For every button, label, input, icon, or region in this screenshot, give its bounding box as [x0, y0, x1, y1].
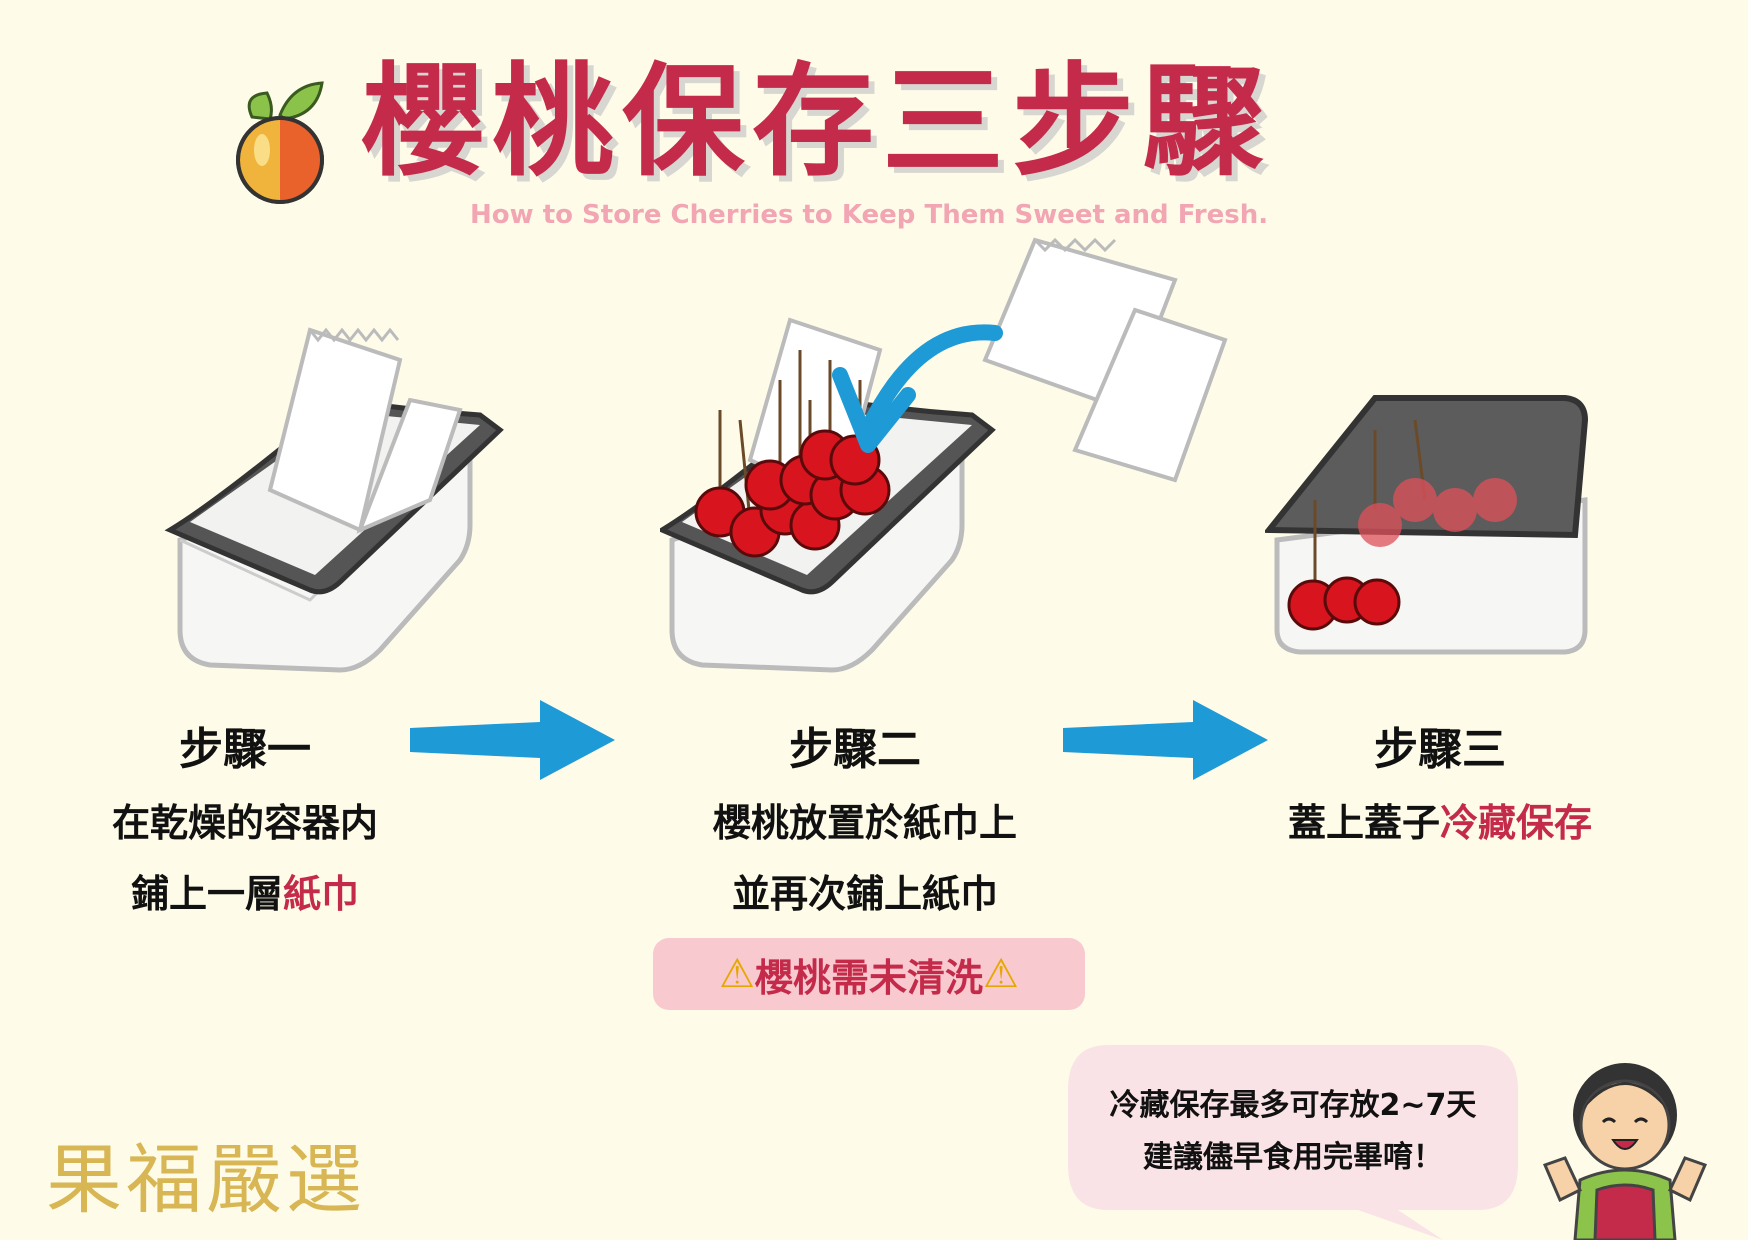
brand-logo: 果福嚴選	[46, 1135, 366, 1224]
page-title: 櫻桃保存三步驟	[362, 51, 1272, 193]
bubble-line1: 冷藏保存最多可存放2~7天	[1109, 1088, 1477, 1123]
step1-line1: 在乾燥的容器内	[111, 801, 378, 845]
warning-badge: ⚠ 櫻桃需未清洗 ⚠	[653, 938, 1085, 1010]
shopkeeper-icon	[1542, 1063, 1708, 1240]
cherry-icon	[1287, 419, 1517, 631]
container-icon	[164, 327, 504, 673]
speech-bubble	[1068, 1045, 1518, 1240]
bubble-line2: 建議儘早食用完畢唷！	[1143, 1140, 1443, 1175]
page-subtitle: How to Store Cherries to Keep Them Sweet…	[470, 200, 1269, 230]
paper-towel-icon	[982, 237, 1228, 483]
container-icon	[660, 317, 996, 673]
apple-icon	[236, 81, 324, 204]
step3-heading: 步驟三	[1374, 724, 1506, 775]
step1-heading: 步驟一	[179, 724, 311, 775]
paper-towel-icon	[267, 327, 463, 534]
step2-line2: 並再次鋪上紙巾	[731, 872, 998, 916]
step1-line2: 鋪上一層紙巾	[130, 872, 360, 916]
step3-line1: 蓋上蓋子冷藏保存	[1287, 801, 1593, 845]
step2-heading: 步驟二	[789, 724, 921, 775]
arrow-right-icon	[1063, 700, 1268, 780]
container-icon	[1265, 395, 1589, 655]
step2-line1: 櫻桃放置於紙巾上	[712, 801, 1017, 845]
warning-icon: ⚠	[983, 951, 1019, 997]
warning-icon: ⚠	[719, 951, 755, 997]
arrow-right-icon	[410, 700, 615, 780]
curved-arrow-icon	[832, 324, 1003, 453]
